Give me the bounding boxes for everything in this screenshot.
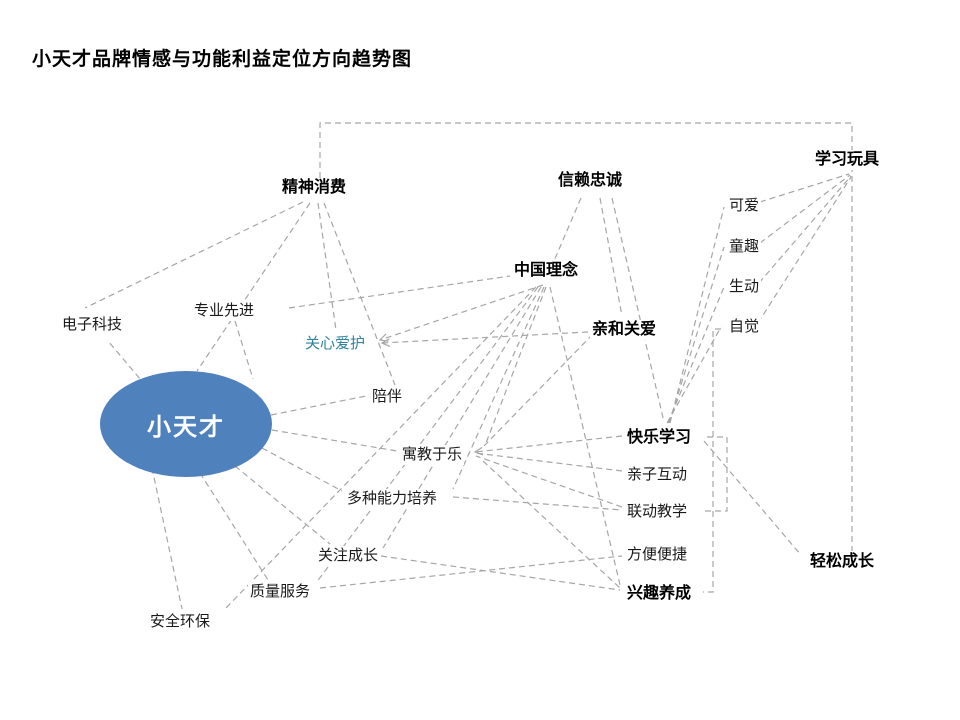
node-tongqu: 童趣 xyxy=(727,237,762,257)
node-shengdong: 生动 xyxy=(727,277,762,297)
edge-zijue-to-xuexi xyxy=(757,176,852,324)
edge-jingshen-to-ellipse xyxy=(196,202,311,372)
edge-qinzi-to-yujiao xyxy=(474,452,623,472)
edge-liandong-to-yujiao xyxy=(475,455,623,508)
node-kuaile: 快乐学习 xyxy=(625,428,694,448)
edge-zhiliang-to-fangbian xyxy=(319,555,623,589)
edge-elbow-top-frame-jingshen-to-qingsong xyxy=(319,122,853,551)
edge-yujiao-to-xingqu xyxy=(482,460,621,589)
edge-jingshen-to-dianzi xyxy=(84,201,304,309)
edge-guanzhu-to-xingqu xyxy=(380,555,621,591)
edge-ellipse-to-zhiliang xyxy=(199,472,269,581)
edge-duozhong-to-liandong xyxy=(452,496,623,511)
edge-elbow-zijue-to-xingqu xyxy=(703,328,721,593)
edge-kuaile-to-yujiao xyxy=(475,435,623,452)
edge-jingshen-to-guanxin xyxy=(317,202,337,331)
node-peiban: 陪伴 xyxy=(370,387,405,407)
node-guanzhu: 关注成长 xyxy=(316,546,381,566)
node-zhiliang: 质量服务 xyxy=(248,582,313,602)
node-zijue: 自觉 xyxy=(727,317,762,337)
edge-ellipse-to-guanzhu xyxy=(234,465,331,545)
node-qinzi: 亲子互动 xyxy=(625,465,690,485)
diagram-title: 小天才品牌情感与功能利益定位方向趋势图 xyxy=(32,49,413,70)
edge-tongqu-to-xuexi xyxy=(759,174,851,244)
node-yujiao: 寓教于乐 xyxy=(400,445,465,465)
node-guanxin: 关心爱护 xyxy=(303,334,368,354)
edge-keai-to-xuexi xyxy=(759,173,850,203)
node-jingshen: 精神消费 xyxy=(280,178,349,198)
edge-ellipse-to-yujiao xyxy=(271,429,398,452)
node-qingsong: 轻松成长 xyxy=(808,552,877,572)
edge-zhuanye-to-zhongguo xyxy=(288,275,511,309)
edge-kuaile-to-tongqu xyxy=(668,246,725,424)
edge-zhongguo-to-xingqu xyxy=(549,286,621,586)
node-qinhe: 亲和关爱 xyxy=(590,320,659,340)
edge-xinlai-to-qinhe xyxy=(599,197,623,317)
edge-ellipse-to-anquan xyxy=(151,467,183,610)
node-zhuanye: 专业先进 xyxy=(192,301,257,321)
edge-ellipse-to-duozhong xyxy=(261,447,343,492)
node-fangbian: 方便便捷 xyxy=(625,545,690,565)
node-anquan: 安全环保 xyxy=(148,612,213,632)
node-keai: 可爱 xyxy=(727,196,762,216)
node-xuexi: 学习玩具 xyxy=(813,150,882,170)
edge-shengdong-to-xuexi xyxy=(758,175,852,284)
node-liandong: 联动教学 xyxy=(625,502,690,522)
edge-yujiao-to-qinhe xyxy=(483,334,593,447)
edge-zhongguo-to-guanxin xyxy=(380,284,544,340)
brand-ellipse-label: 小天才 xyxy=(147,413,225,441)
edge-ellipse-to-peiban xyxy=(270,395,367,416)
edge-kuaile-to-shengdong xyxy=(667,286,725,424)
node-xinlai: 信赖忠诚 xyxy=(556,171,625,191)
edge-zhongguo-to-duozhong xyxy=(452,286,545,490)
node-duozhong: 多种能力培养 xyxy=(345,489,440,509)
edge-zhongguo-to-zhiliang xyxy=(315,286,539,584)
edge-xinlai-to-zhongguo xyxy=(553,197,582,262)
edge-kuaile-to-keai xyxy=(669,206,725,424)
edge-kuaile-to-zijue xyxy=(666,326,722,424)
edge-kuaile-to-qingsong xyxy=(703,440,802,556)
node-xingqu: 兴趣养成 xyxy=(625,584,694,604)
edge-elbow-kuaile-to-liandong xyxy=(701,436,728,512)
edge-zhongguo-to-yujiao xyxy=(485,286,547,444)
edge-jingshen-to-peiban xyxy=(323,202,396,386)
node-dianzi: 电子科技 xyxy=(60,315,125,335)
node-zhongguo: 中国理念 xyxy=(512,261,581,281)
edge-xinlai-to-kuaile xyxy=(611,197,665,423)
edge-qinhe-to-guanxin xyxy=(382,331,589,343)
edge-zhongguo-to-anquan xyxy=(225,286,537,609)
edge-zhuanye-to-ellipse xyxy=(234,320,254,380)
brand-ellipse: 小天才 xyxy=(100,371,272,477)
